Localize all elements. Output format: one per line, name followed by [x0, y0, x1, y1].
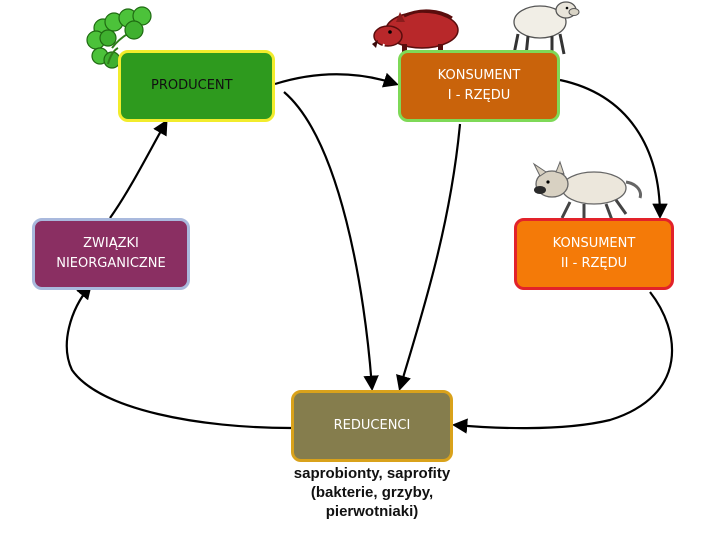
boar-icon	[372, 9, 459, 54]
node-konsument-2: KONSUMENT II - RZĘDU	[514, 218, 674, 290]
node-konsument-2-label-line1: KONSUMENT	[552, 236, 636, 251]
clover-icon	[86, 6, 152, 69]
arrow-reducenci-to-zwiazki	[65, 283, 292, 430]
sheep-icon	[512, 1, 580, 57]
node-zwiazki-label-line2: NIEORGANICZNE	[56, 256, 166, 271]
arrow-konsument2-to-reducenci	[451, 291, 674, 434]
reducenci-description-line2: (bakterie, grzyby,	[310, 484, 434, 501]
reducenci-description: saprobionty, saprofity (bakterie, grzyby…	[262, 464, 482, 521]
arrow-zwiazki-to-producent	[109, 119, 168, 219]
arrow-producent-to-reducenci	[283, 91, 379, 392]
reducenci-description-line1: saprobionty, saprofity	[293, 465, 451, 482]
arrow-konsument1-to-reducenci	[396, 123, 462, 391]
node-zwiazki-nieorganiczne: ZWIĄZKI NIEORGANICZNE	[32, 218, 190, 290]
node-producent: PRODUCENT	[118, 50, 275, 122]
node-konsument-1: KONSUMENT I - RZĘDU	[398, 50, 560, 122]
reducenci-description-line3: pierwotniaki)	[325, 503, 419, 520]
node-reducenci-label: REDUCENCI	[333, 418, 411, 433]
node-konsument-1-label-line1: KONSUMENT	[437, 68, 521, 83]
node-reducenci: REDUCENCI	[291, 390, 453, 462]
wolf-icon	[532, 160, 642, 221]
node-konsument-2-label-line2: II - RZĘDU	[560, 256, 628, 271]
node-producent-label: PRODUCENT	[151, 78, 233, 93]
node-zwiazki-label-line1: ZWIĄZKI	[83, 236, 139, 251]
node-konsument-1-label-line2: I - RZĘDU	[447, 88, 511, 103]
arrow-konsument1-to-konsument2	[559, 78, 668, 220]
arrow-producent-to-konsument1	[274, 72, 399, 88]
